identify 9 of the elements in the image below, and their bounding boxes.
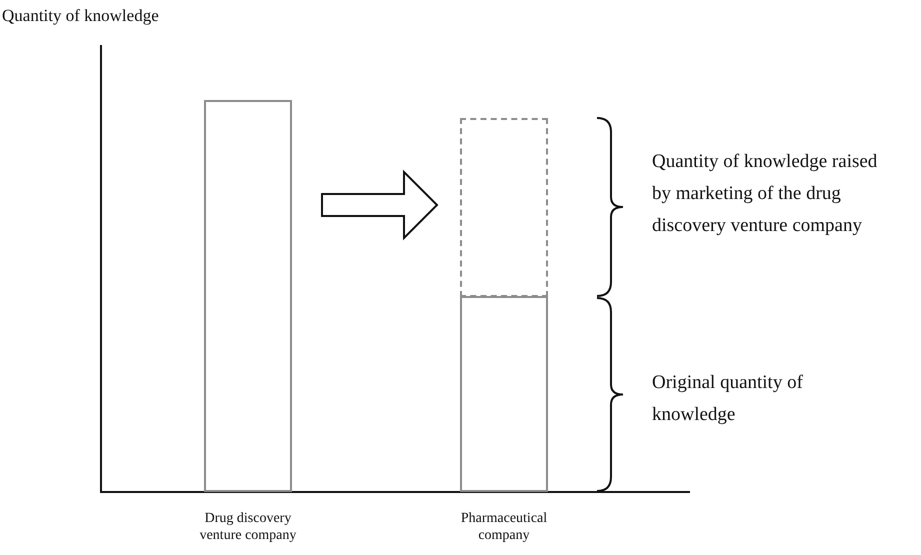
bar — [460, 296, 548, 492]
dashed-bar — [460, 118, 548, 297]
bar — [204, 100, 292, 492]
annotation-text: Original quantity of knowledge — [652, 371, 804, 427]
block-arrow — [321, 170, 438, 240]
bar-label: Pharmaceutical company — [460, 510, 548, 544]
bar-label: Drug discovery venture company — [198, 510, 298, 544]
axis-title: Quantity of knowledge — [2, 6, 159, 26]
annotation-text: Quantity of knowledge raised by marketing of the drug discovery venture company — [652, 150, 878, 238]
